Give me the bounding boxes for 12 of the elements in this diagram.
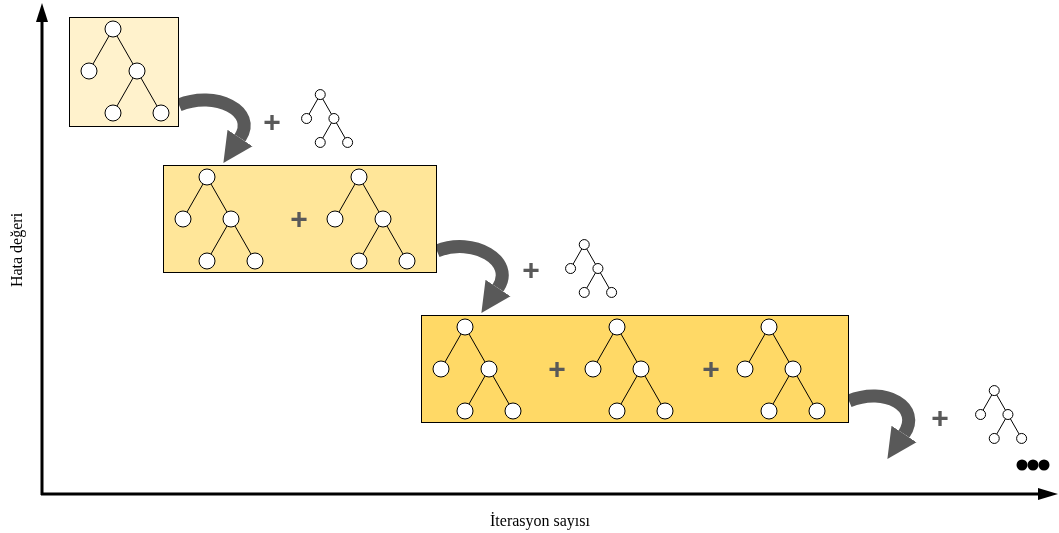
plus-sign: + [289,204,309,234]
ensemble-panel [163,165,437,273]
plus-sign: + [547,354,567,384]
axis-title: İterasyon sayısı [490,512,590,530]
plus-sign: + [930,403,950,433]
axis-title: Hata değeri [8,212,26,288]
ensemble-panel [421,315,849,423]
plus-sign: + [701,354,721,384]
plus-sign: + [521,255,541,285]
curved-arrow [435,240,512,315]
plus-sign: + [262,107,282,137]
ensemble-panel [69,17,179,127]
